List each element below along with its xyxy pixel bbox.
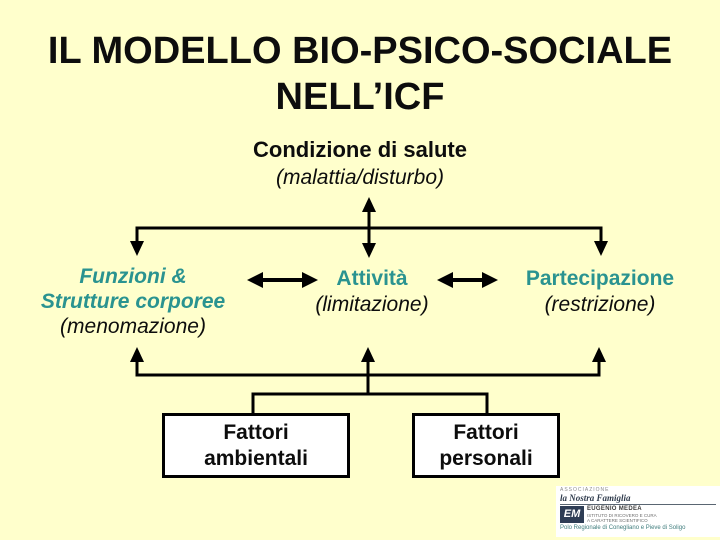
personal-factors-line1: Fattori xyxy=(453,420,519,444)
body-functions-line2: Strutture corporee xyxy=(40,290,226,313)
participation-label: Partecipazione xyxy=(525,267,675,290)
personal-factors-line2: personali xyxy=(439,446,533,470)
institution-logo: ASSOCIAZIONE la Nostra Famiglia EM EUGEN… xyxy=(556,486,720,537)
slide-title-line2: NELL’ICF xyxy=(275,76,445,118)
body-functions-sublabel: (menomazione) xyxy=(60,315,206,338)
environmental-factors-box: Fattori ambientali xyxy=(162,413,350,478)
health-condition-label: Condizione di salute xyxy=(253,137,467,162)
column-participation: Partecipazione (restrizione) xyxy=(490,266,710,318)
logo-association-label: ASSOCIAZIONE xyxy=(560,487,610,493)
health-condition-block: Condizione di salute (malattia/disturbo) xyxy=(0,136,720,192)
logo-institute-desc1: ISTITUTO DI RICOVERO E CURA xyxy=(587,513,657,518)
environmental-factors-line2: ambientali xyxy=(204,446,308,470)
logo-institute-name: EUGENIO MEDEA xyxy=(587,506,642,512)
participation-sublabel: (restrizione) xyxy=(544,293,656,316)
column-body-functions: Funzioni & Strutture corporee (menomazio… xyxy=(13,264,253,339)
activity-label: Attività xyxy=(336,267,408,290)
logo-institute-desc2: A CARATTERE SCIENTIFICO xyxy=(587,518,648,523)
slide-title-line1: IL MODELLO BIO-PSICO-SOCIALE xyxy=(47,30,673,72)
em-logo-icon: EM xyxy=(560,506,584,523)
slide-title: IL MODELLO BIO-PSICO-SOCIALE NELL’ICF xyxy=(0,28,720,120)
body-functions-line1: Funzioni & xyxy=(79,265,187,288)
environmental-factors-line1: Fattori xyxy=(223,420,289,444)
logo-region-label: Polo Regionale di Conegliano e Pieve di … xyxy=(560,525,686,531)
health-condition-sublabel: (malattia/disturbo) xyxy=(275,166,445,189)
column-activity: Attività (limitazione) xyxy=(292,266,452,318)
logo-family-name: la Nostra Famiglia xyxy=(560,493,716,505)
personal-factors-box: Fattori personali xyxy=(412,413,560,478)
activity-sublabel: (limitazione) xyxy=(315,293,429,316)
